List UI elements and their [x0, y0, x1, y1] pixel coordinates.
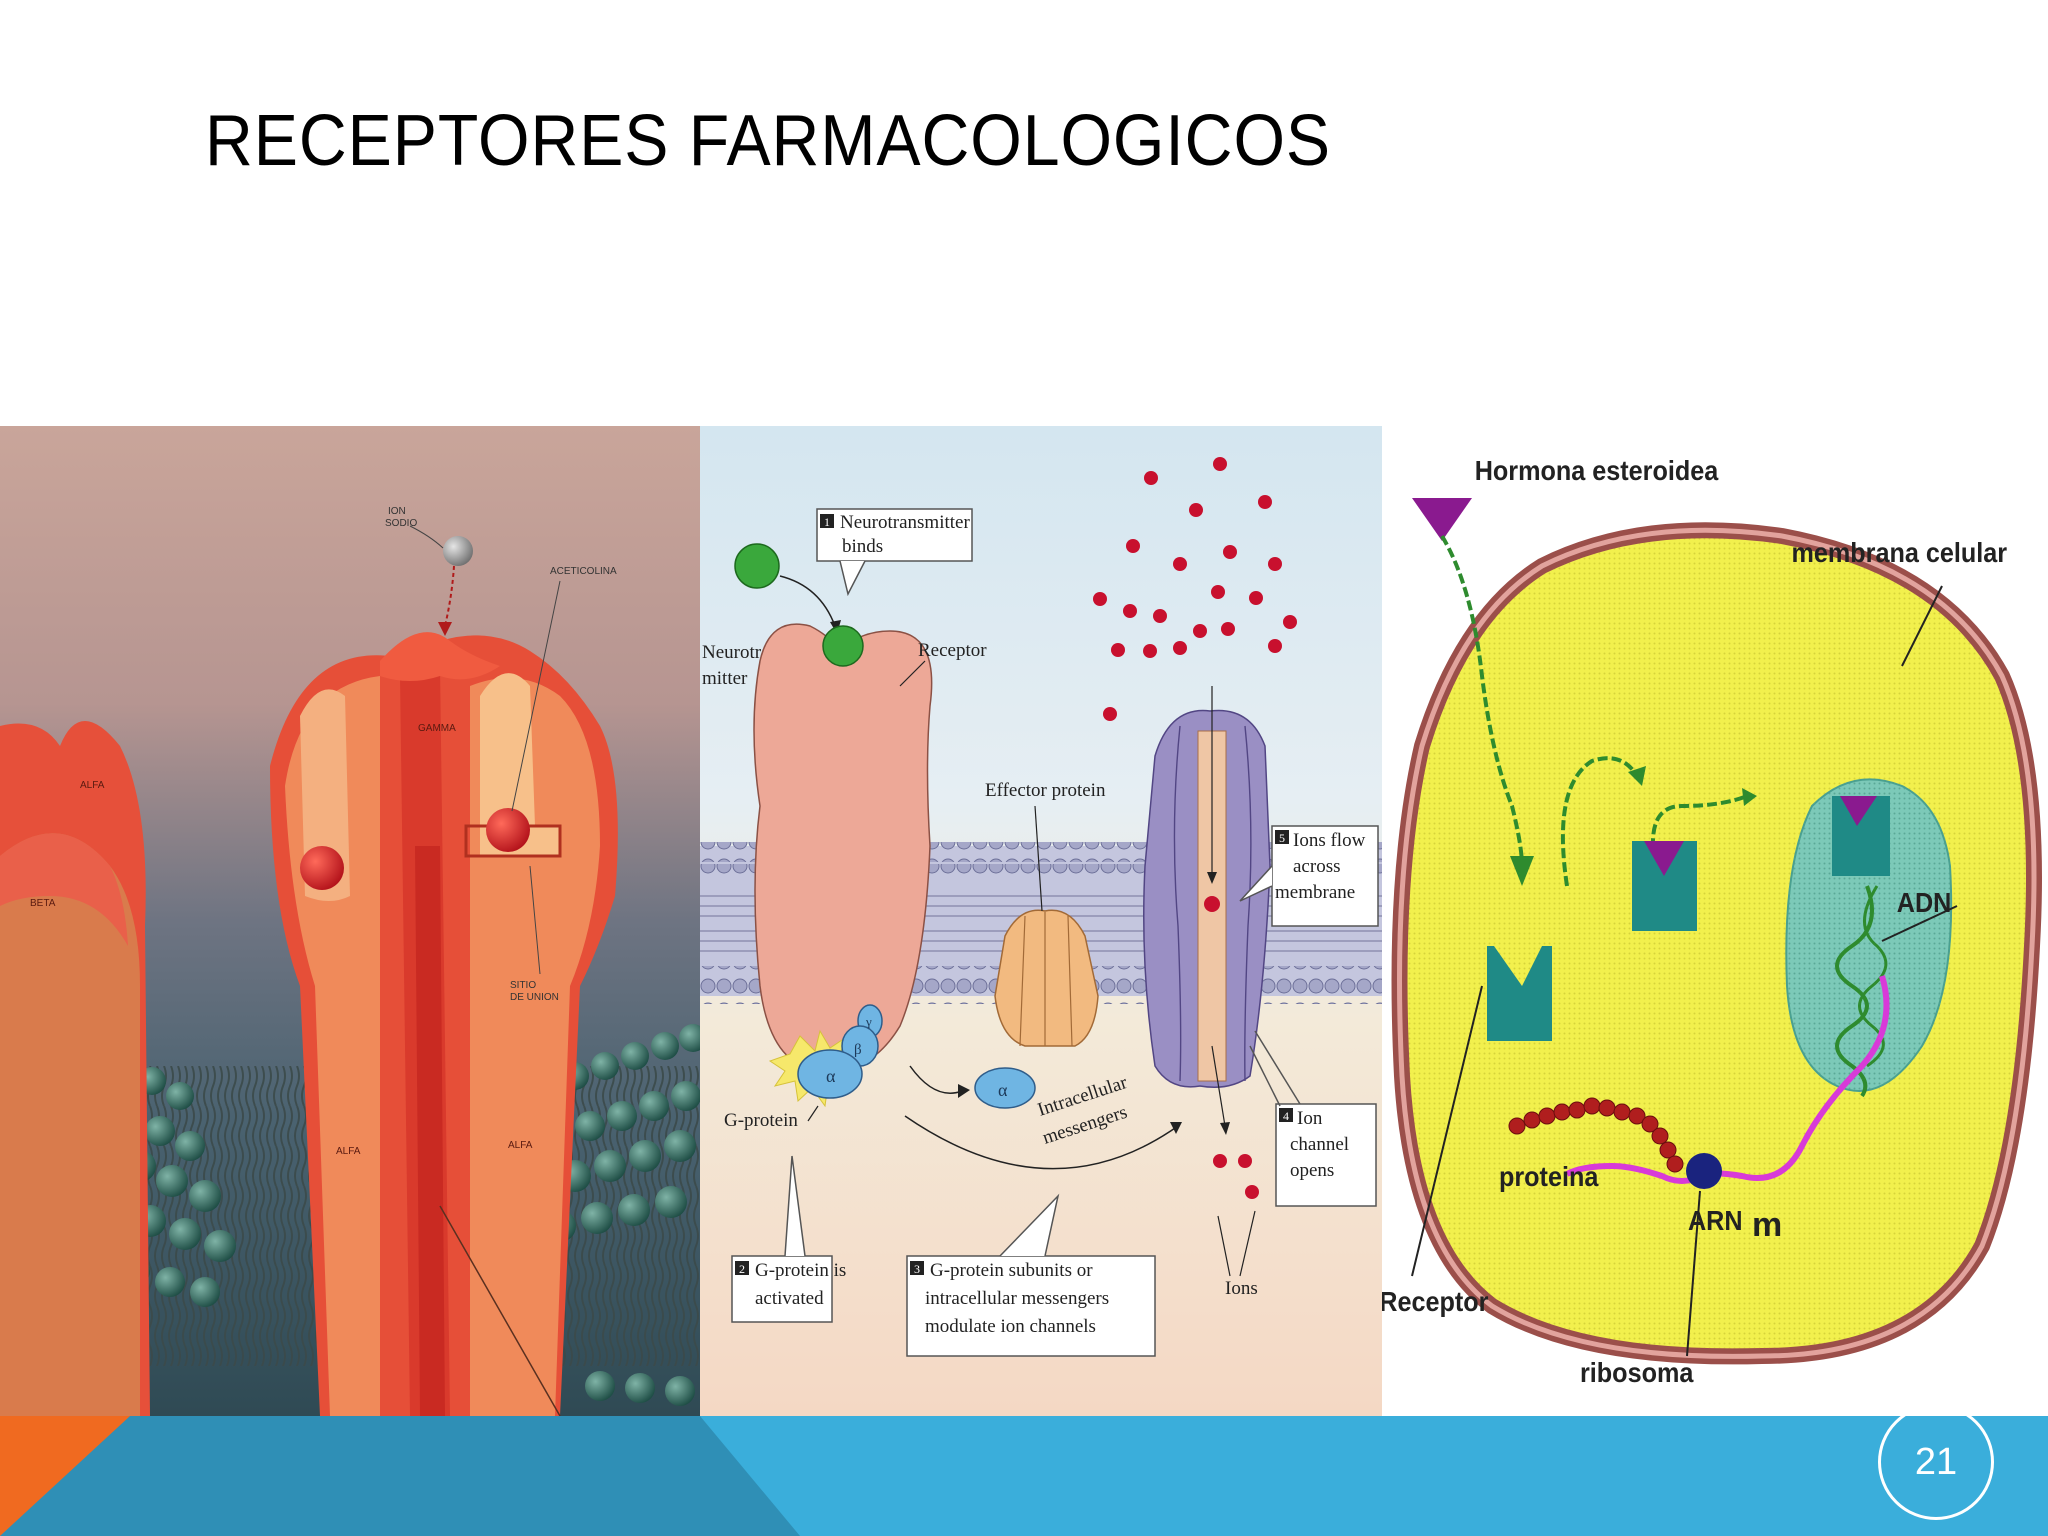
step4-number: 4 — [1283, 1109, 1289, 1123]
step1-line1: Neurotransmitter — [840, 512, 970, 533]
nicotinic-receptor-svg: ALFA BETA ION SODIO ACETICOLINA GAMMA SI… — [0, 426, 700, 1416]
label-de-union: DE UNION — [510, 992, 559, 1003]
step5-line3: membrane — [1275, 882, 1355, 903]
alpha-label-1: α — [826, 1066, 836, 1086]
receptor-label-steroid: Receptor — [1382, 1286, 1488, 1318]
gamma-label: γ — [865, 1014, 872, 1029]
neurotransmitter-label-2: mitter — [702, 668, 748, 689]
label-alfa-right: ALFA — [508, 1140, 533, 1151]
ribosoma-label: ribosoma — [1580, 1357, 1694, 1389]
label-sitio: SITIO — [510, 980, 536, 991]
nicotinic-receptor-illustration: ALFA BETA ION SODIO ACETICOLINA GAMMA SI… — [0, 426, 700, 1416]
step3-line3: modulate ion channels — [925, 1316, 1096, 1337]
slide-title: RECEPTORES FARMACOLOGICOS — [205, 101, 1331, 181]
step2-line2: activated — [755, 1288, 824, 1309]
steroid-receptor-svg: Hormona esteroidea membrana celular ADN — [1382, 426, 2048, 1416]
receptor-label: Receptor — [918, 640, 987, 661]
step5-line2: across — [1293, 856, 1340, 877]
label-sodio: SODIO — [385, 518, 417, 529]
slide-footer — [0, 1416, 2048, 1536]
proteina-label: proteina — [1499, 1161, 1599, 1193]
step5-number: 5 — [1279, 831, 1285, 845]
label-alfa-left: ALFA — [80, 780, 105, 791]
gprotein-label: G-protein — [724, 1110, 798, 1131]
step1-line2: binds — [842, 536, 883, 557]
arn-m-label: m — [1752, 1206, 1782, 1244]
label-ion: ION — [388, 506, 406, 517]
label-beta: BETA — [30, 898, 56, 909]
step3-number: 3 — [914, 1262, 920, 1276]
label-acetilcolina: ACETICOLINA — [550, 566, 617, 577]
label-alfa-center: ALFA — [336, 1146, 361, 1157]
footer-dark-band — [0, 1416, 800, 1536]
step1-number: 1 — [824, 515, 830, 529]
membrana-label: membrana celular — [1792, 537, 2008, 569]
step4-line3: opens — [1290, 1160, 1334, 1181]
steroid-receptor-diagram: Hormona esteroidea membrana celular ADN — [1382, 426, 2048, 1416]
beta-label: β — [854, 1042, 862, 1058]
hormona-label: Hormona esteroidea — [1475, 455, 1719, 487]
gprotein-receptor-diagram: 1 Neurotransmitter binds Neurotrans- mit… — [700, 426, 1382, 1416]
step4-line2: channel — [1290, 1134, 1349, 1155]
page-number: 21 — [1878, 1404, 1994, 1520]
step5-line1: Ions flow — [1293, 830, 1366, 851]
step2-line1: G-protein is — [755, 1260, 846, 1281]
step3-line1: G-protein subunits or — [930, 1260, 1093, 1281]
ions-label: Ions — [1225, 1278, 1258, 1299]
effector-label: Effector protein — [985, 780, 1106, 801]
label-gamma: GAMMA — [418, 723, 456, 734]
step3-line2: intracellular messengers — [925, 1288, 1109, 1309]
step4-line1: Ion — [1297, 1108, 1323, 1129]
gprotein-receptor-svg: 1 Neurotransmitter binds Neurotrans- mit… — [700, 426, 1382, 1416]
adn-label: ADN — [1897, 887, 1952, 919]
alpha-label-2: α — [998, 1080, 1008, 1100]
step2-number: 2 — [739, 1262, 745, 1276]
footer-orange-accent — [0, 1416, 130, 1536]
